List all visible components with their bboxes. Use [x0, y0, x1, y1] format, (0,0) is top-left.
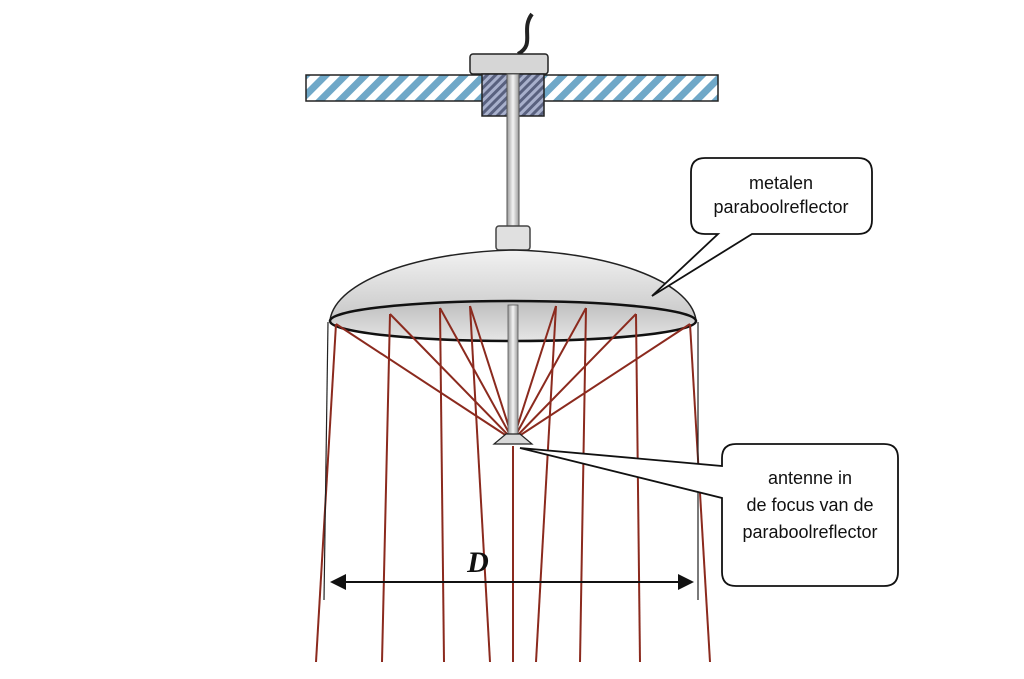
dimension-label: D — [466, 546, 489, 579]
ray-incident-7 — [512, 313, 637, 441]
ray-incident-6 — [512, 307, 587, 441]
ray-reflected-7 — [635, 313, 641, 663]
arrowhead-left — [330, 574, 346, 590]
callout-bubble — [519, 443, 899, 587]
ray-reflected-3 — [439, 307, 445, 663]
ray-reflected-6 — [579, 307, 587, 663]
ray-reflected-5 — [535, 305, 557, 663]
callout-reflector: metalen paraboolreflector — [651, 157, 873, 297]
callout-reflector-line-2: paraboolreflector — [713, 197, 848, 217]
ray-incident-3 — [439, 307, 514, 441]
support-rod — [506, 73, 520, 227]
ray-incident-2 — [389, 313, 514, 441]
beam-edge-left — [323, 321, 329, 601]
callout-antenna-line-2: de focus van de — [746, 495, 873, 515]
cable — [516, 12, 534, 56]
ray-reflected-4 — [469, 305, 491, 663]
callout-reflector-line-1: metalen — [749, 173, 813, 193]
callout-antenna-line-3: paraboolreflector — [742, 522, 877, 542]
callout-antenna: antenne in de focus van de paraboolrefle… — [519, 443, 899, 587]
arrowhead-right — [678, 574, 694, 590]
ray-reflected-2 — [381, 313, 391, 663]
diameter-dimension: D — [330, 546, 694, 590]
ray-incident-8 — [512, 323, 691, 441]
ray-incident-4 — [469, 305, 514, 441]
callout-antenna-line-1: antenne in — [768, 468, 852, 488]
ray-incident-5 — [512, 305, 557, 441]
rod-collar — [495, 225, 531, 251]
antenna-feed — [492, 304, 534, 445]
ray-incident-1 — [335, 323, 514, 441]
callout-bubble — [651, 157, 873, 297]
wave-rays — [315, 305, 711, 663]
